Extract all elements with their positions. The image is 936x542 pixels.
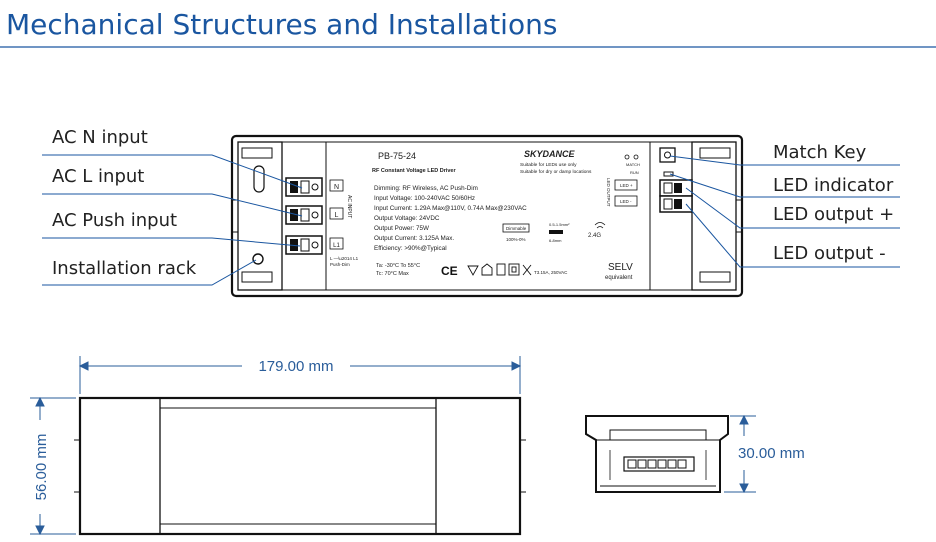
driver-top-view: N L L1 AC INPUT L —\u2014 L1 Push-Dim PB… [230,134,744,298]
ta-label: Ta: -30°C To 55°C [376,263,420,269]
led-output-label: LED OUTPUT [606,178,611,207]
selv-label: SELV [608,262,633,273]
tc-label: Tc: 70°C Max [376,271,409,277]
led-indicator [663,171,674,177]
terminal-l-label: L [335,212,339,219]
mount-hole [252,253,264,265]
dimmable-label: Dimmable [506,226,527,231]
description-label: RF Constant Voltage LED Driver [372,168,456,174]
dimmable-badge [502,223,530,233]
terminal-n-label: N [334,184,339,191]
left-leader-lines [42,154,303,286]
run-label: RUN [630,170,639,175]
length-dimension [78,356,522,394]
ac-terminal-block [285,177,323,255]
driver-end-view [585,415,729,493]
spec-line: Output Voltage: 24VDC [374,215,440,222]
model-label: PB-75-24 [378,151,416,161]
led-terminal-block [659,179,693,213]
wireless-icon [594,222,606,229]
terminal-l1-label: L1 [333,243,340,249]
spec-line: Output Power: 75W [374,225,429,232]
fuse-label: T3.15A, 250VAC [534,270,568,275]
dim-range-label: 100%-0% [506,237,526,242]
right-leader-lines [669,155,900,268]
spec-line: Input Voltage: 100-240VAC 50/60Hz [374,195,475,202]
driver-side-view [74,396,526,536]
callout-ac-n-input: AC N input [52,127,148,148]
callout-led-output-plus: LED output + [773,204,895,225]
spec-line: Dimming: RF Wireless, AC Push-Dim [374,185,478,192]
callout-ac-push-input: AC Push input [52,210,178,231]
callout-led-indicator: LED indicator [773,175,894,196]
brand-logo: SKYDANCE [524,149,576,159]
height-dimension-label: 30.00 mm [738,445,805,462]
push-dim-label: Push-Dim [330,262,350,267]
length-dimension-label: 179.00 mm [258,358,333,375]
suitable-location-note: Suitable for dry or damp locations [520,169,592,175]
selv-equivalent-label: equivalent [605,275,633,281]
callout-match-key: Match Key [773,142,867,163]
svg-text:CE: CE [441,264,458,278]
callout-installation-rack: Installation rack [52,258,197,279]
push-wiring-label: L —\u2014 L1 [330,256,359,261]
spec-line: Efficiency: >90%@Typical [374,245,447,252]
spec-line: Input Current: 1.29A Max@110V, 0.74A Max… [374,205,527,212]
callout-led-output-minus: LED output - [773,243,886,264]
suitable-led-note: Suitable for LEDs use only [520,162,577,168]
page-title: Mechanical Structures and Installations [6,8,558,41]
led-minus-badge: LED - [620,199,632,204]
certification-marks: CE [441,263,532,278]
callout-ac-l-input: AC L input [52,166,145,187]
match-key-button [659,147,676,163]
led-plus-badge: LED + [620,183,633,188]
wire-strip-icon [549,230,563,234]
wire-gauge-label: 0.5-1.5mm² [549,222,570,227]
ac-input-label: AC INPUT [346,195,352,218]
height-dimension [724,414,756,494]
strip-length-label: 6-8mm [549,238,562,243]
width-dimension [30,396,76,536]
spec-list: Dimming: RF Wireless, AC Push-Dim Input … [374,185,527,252]
match-label: MATCH [626,162,640,167]
mount-slot [253,165,265,193]
frequency-label: 2.4G [588,233,601,239]
width-dimension-label: 56.00 mm [33,434,50,501]
spec-line: Output Current: 3.125A Max. [374,235,454,242]
